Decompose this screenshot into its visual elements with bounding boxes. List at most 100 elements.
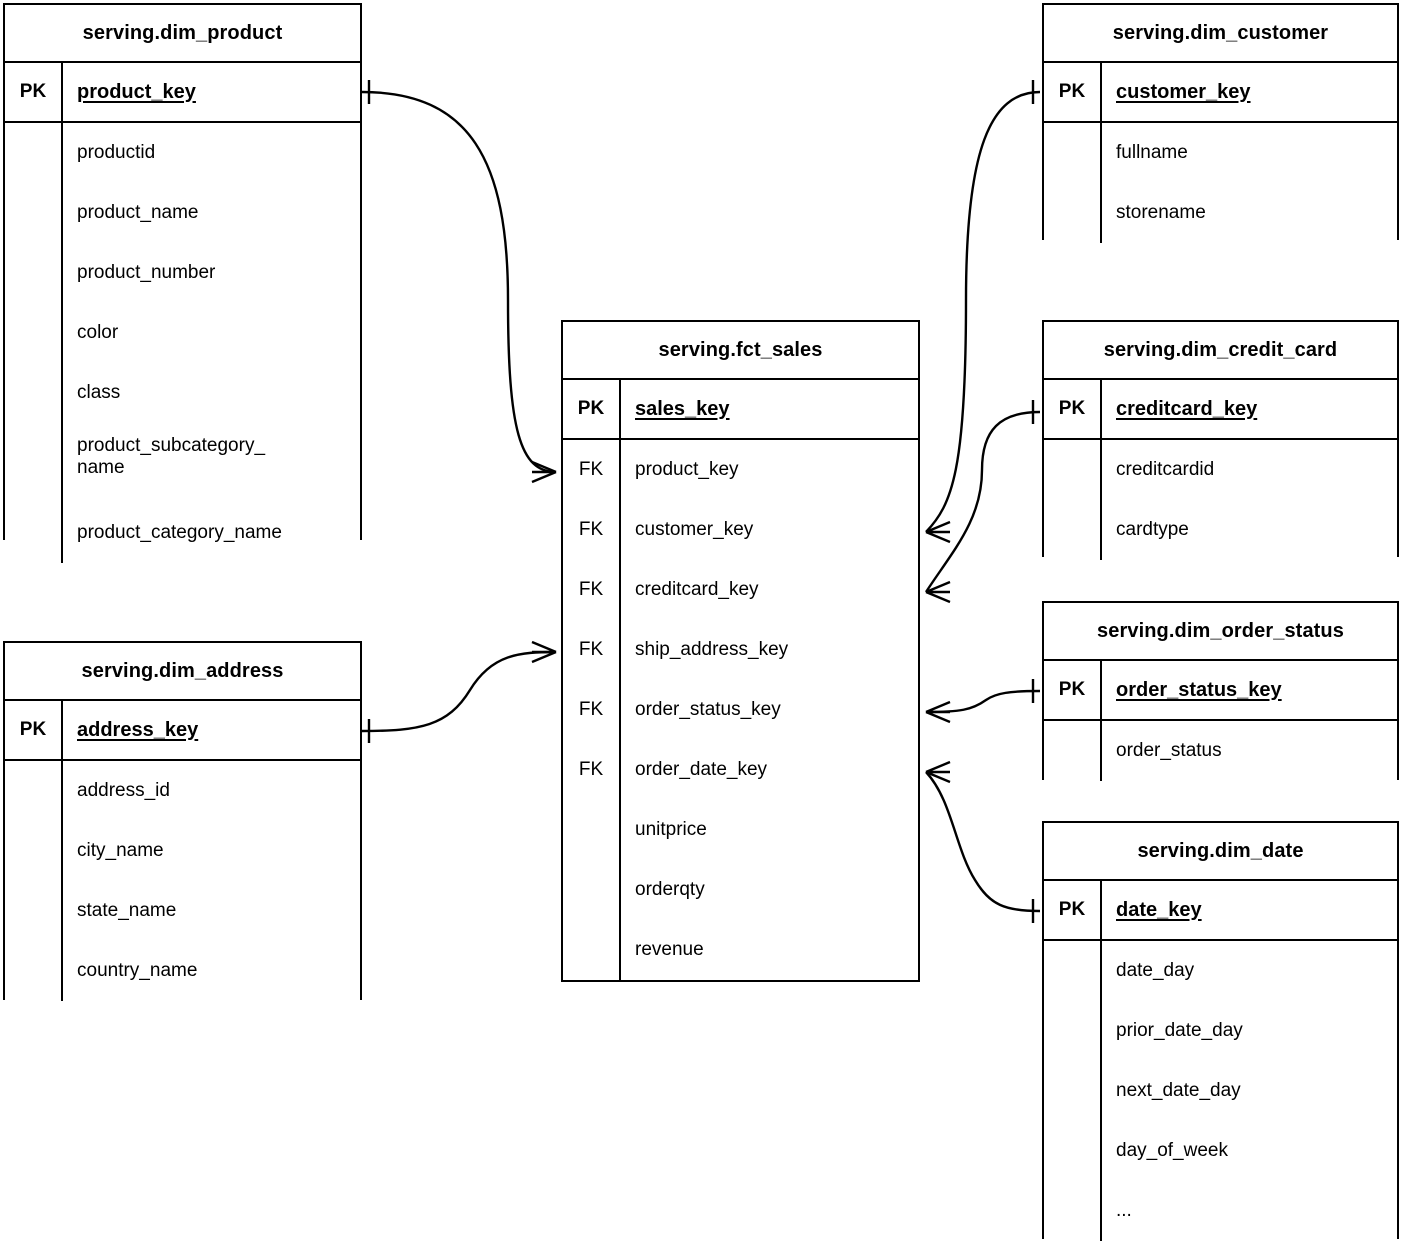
key-tag-column: FK FK FK FK FK FK <box>563 440 621 980</box>
attribute-row: order_status <box>1116 740 1222 761</box>
key-tag: FK <box>578 459 604 480</box>
key-tag <box>1044 721 1100 781</box>
key-tag <box>563 920 619 980</box>
entity-title: serving.dim_address <box>5 643 360 701</box>
attribute-row: country_name <box>77 960 198 981</box>
entity-fct-sales[interactable]: serving.fct_sales PK sales_key FK FK FK … <box>561 320 920 982</box>
key-tag <box>563 800 619 860</box>
attribute-rows: FK FK FK FK FK FK product_key customer_k… <box>563 440 918 980</box>
attribute-row: creditcard_key <box>635 579 759 600</box>
attribute-name-column: productid product_name product_number co… <box>63 123 360 563</box>
attribute-row: order_status_key <box>635 699 781 720</box>
key-tag <box>5 423 61 503</box>
key-tag <box>5 123 61 183</box>
pk-tag: PK <box>1044 380 1102 438</box>
key-tag-column <box>5 761 63 1001</box>
attribute-row: ship_address_key <box>635 639 789 660</box>
attribute-row: address_id <box>77 780 170 801</box>
attribute-name-column: address_id city_name state_name country_… <box>63 761 360 1001</box>
key-tag <box>1044 1121 1100 1181</box>
attribute-row: day_of_week <box>1116 1140 1228 1161</box>
relationship-line-product-sales <box>361 80 557 484</box>
entity-title: serving.dim_order_status <box>1044 603 1397 661</box>
primary-key-row[interactable]: PK creditcard_key <box>1044 380 1397 440</box>
entity-title: serving.dim_customer <box>1044 5 1397 63</box>
pk-tag: PK <box>1044 881 1102 939</box>
key-tag: FK <box>578 519 604 540</box>
key-tag <box>5 821 61 881</box>
pk-tag: PK <box>1044 661 1102 719</box>
attribute-name-column: order_status <box>1102 721 1397 781</box>
key-tag <box>563 860 619 920</box>
pk-tag: PK <box>5 63 63 121</box>
attribute-row: unitprice <box>635 819 707 840</box>
attribute-row: revenue <box>635 939 704 960</box>
attribute-rows: creditcardid cardtype <box>1044 440 1397 560</box>
pk-tag: PK <box>5 701 63 759</box>
attribute-name-column: fullname storename <box>1102 123 1397 243</box>
attribute-name-column: date_day prior_date_day next_date_day da… <box>1102 941 1397 1241</box>
primary-key-row[interactable]: PK customer_key <box>1044 63 1397 123</box>
attribute-row: product_subcategory_ name <box>77 435 266 479</box>
key-tag <box>1044 941 1100 1001</box>
key-tag: FK <box>578 699 604 720</box>
entity-title: serving.dim_credit_card <box>1044 322 1397 380</box>
key-tag <box>5 761 61 821</box>
entity-dim-customer[interactable]: serving.dim_customer PK customer_key ful… <box>1042 3 1399 243</box>
entity-dim-credit-card[interactable]: serving.dim_credit_card PK creditcard_ke… <box>1042 320 1399 560</box>
relationship-line-address-sales <box>361 640 557 743</box>
attribute-row: date_day <box>1116 960 1195 981</box>
attribute-row: color <box>77 322 119 343</box>
attribute-row: state_name <box>77 900 177 921</box>
key-tag <box>5 243 61 303</box>
key-tag <box>1044 500 1100 560</box>
pk-tag: PK <box>1044 63 1102 121</box>
attribute-row: order_date_key <box>635 759 768 780</box>
key-tag <box>1044 183 1100 243</box>
relationship-line-orderstatus-sales <box>925 679 1041 724</box>
entity-title: serving.fct_sales <box>563 322 918 380</box>
attribute-row: orderqty <box>635 879 705 900</box>
attribute-row: city_name <box>77 840 164 861</box>
relationship-line-date-sales <box>925 760 1041 923</box>
primary-key-row[interactable]: PK product_key <box>5 63 360 123</box>
attribute-row: prior_date_day <box>1116 1020 1243 1041</box>
attribute-row: product_name <box>77 202 199 223</box>
entity-title: serving.dim_date <box>1044 823 1397 881</box>
key-tag <box>5 881 61 941</box>
key-tag-column <box>1044 440 1102 560</box>
primary-key-row[interactable]: PK date_key <box>1044 881 1397 941</box>
pk-column-name: product_key <box>77 80 196 103</box>
pk-tag: PK <box>563 380 621 438</box>
attribute-rows: productid product_name product_number co… <box>5 123 360 563</box>
key-tag <box>1044 123 1100 183</box>
attribute-row: customer_key <box>635 519 754 540</box>
entity-dim-address[interactable]: serving.dim_address PK address_key addre… <box>3 641 362 1001</box>
key-tag-column <box>1044 721 1102 781</box>
attribute-row: product_key <box>635 459 739 480</box>
pk-column-name: address_key <box>77 718 199 741</box>
entity-dim-product[interactable]: serving.dim_product PK product_key produ… <box>3 3 362 563</box>
attribute-row: next_date_day <box>1116 1080 1241 1101</box>
attribute-rows: order_status <box>1044 721 1397 781</box>
attribute-row: class <box>77 382 121 403</box>
primary-key-row[interactable]: PK sales_key <box>563 380 918 440</box>
attribute-name-column: product_key customer_key creditcard_key … <box>621 440 918 980</box>
relationship-line-creditcard-sales <box>924 400 1041 604</box>
attribute-row: cardtype <box>1116 519 1189 540</box>
attribute-row: creditcardid <box>1116 459 1215 480</box>
entity-title: serving.dim_product <box>5 5 360 63</box>
key-tag: FK <box>578 759 604 780</box>
entity-dim-order-status[interactable]: serving.dim_order_status PK order_status… <box>1042 601 1399 781</box>
primary-key-row[interactable]: PK address_key <box>5 701 360 761</box>
attribute-rows: date_day prior_date_day next_date_day da… <box>1044 941 1397 1241</box>
pk-column-name: sales_key <box>635 397 730 420</box>
entity-dim-date[interactable]: serving.dim_date PK date_key date_day pr… <box>1042 821 1399 1241</box>
key-tag <box>5 363 61 423</box>
attribute-row: fullname <box>1116 142 1188 163</box>
primary-key-row[interactable]: PK order_status_key <box>1044 661 1397 721</box>
attribute-row: ... <box>1116 1200 1132 1221</box>
attribute-rows: address_id city_name state_name country_… <box>5 761 360 1001</box>
attribute-row: productid <box>77 142 156 163</box>
